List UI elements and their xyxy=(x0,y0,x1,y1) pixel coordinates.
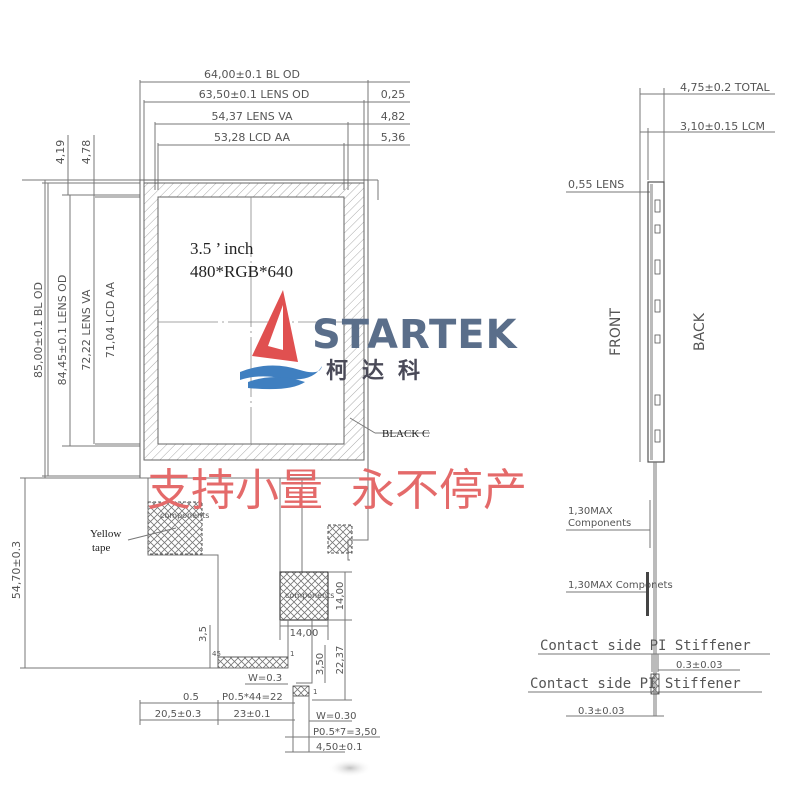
yellow-tape-label-line2: tape xyxy=(92,542,110,554)
lens-va-width-dim: 54,37 LENS VA xyxy=(211,110,293,123)
fpc-connector-pins xyxy=(217,656,289,669)
stiffener-2-label: Contact side PI Stiffener xyxy=(530,676,741,692)
w2-dim: W=0.30 xyxy=(316,711,357,722)
offset-0-25: 0,25 xyxy=(381,88,406,101)
brand-chinese: 柯达科 xyxy=(326,358,434,384)
lens-od-width-dim: 63,50±0.1 LENS OD xyxy=(199,88,310,101)
v2-dim: 22,37 xyxy=(335,646,346,675)
left-small-dim: 3,5 xyxy=(198,626,209,642)
components-small-label: components xyxy=(160,511,209,520)
offset-4-78: 4,78 xyxy=(80,140,93,165)
yellow-tape-label-line1: Yellow xyxy=(90,528,121,540)
components-1-line2: Components xyxy=(568,518,631,529)
v1-dim: 3,50 xyxy=(315,653,326,675)
lens-va-height-dim: 72,22 LENS VA xyxy=(80,289,93,371)
conn-width-dim: 4,50±0.1 xyxy=(316,742,363,753)
box-height-dim: 14,00 xyxy=(335,582,346,611)
lcm-thickness-dim: 3,10±0.15 LCM xyxy=(680,120,765,133)
tail-end-pins xyxy=(292,685,310,697)
lcd-aa-height-dim: 71,04 LCD AA xyxy=(104,281,117,358)
components-1-line1: 1,30MAX xyxy=(568,506,613,517)
fpc-tail: components components 14,00 14,00 45 1 1 xyxy=(147,478,369,752)
box-width-dim: 14,00 xyxy=(290,628,319,639)
component-box xyxy=(279,571,329,621)
stiffener-1-label: Contact side PI Stiffener xyxy=(540,638,751,654)
pin-45-label: 45 xyxy=(212,650,221,658)
resolution-label: 480*RGB*640 xyxy=(190,262,293,281)
stiff-dim-2: 0.3±0.03 xyxy=(578,706,625,717)
fpc-dimensions: 54,70±0.3 3,5 3,50 22,37 W=0.3 0.5 P0.5*… xyxy=(10,477,380,777)
mid-bottom-dim: 23±0.1 xyxy=(233,709,270,720)
shadow-blob xyxy=(328,759,372,777)
bl-od-width-dim: 64,00±0.1 BL OD xyxy=(204,68,300,81)
module-outline xyxy=(139,179,430,479)
size-label: 3.5 ’ inch xyxy=(190,239,254,258)
tail-length-dim: 54,70±0.3 xyxy=(10,541,23,599)
bl-od-height-dim: 85,00±0.1 BL OD xyxy=(32,282,45,378)
offset-4-82: 4,82 xyxy=(381,110,406,123)
startek-logo: STARTEK 柯达科 xyxy=(240,290,519,390)
pitch2-dim: P0.5*7=3,50 xyxy=(313,727,377,738)
left-bottom-dim: 20,5±0.3 xyxy=(155,709,202,720)
offset-4-19: 4,19 xyxy=(54,140,67,165)
pin-1-label: 1 xyxy=(290,650,294,658)
offset-5-36: 5,36 xyxy=(381,131,406,144)
brand-name: STARTEK xyxy=(312,312,519,358)
sail-icon xyxy=(240,290,322,390)
watermark-text: 支持小量 永不停产 xyxy=(147,465,527,516)
side-view: 4,75±0.2 TOTAL 3,10±0.15 LCM 0,55 LENS F… xyxy=(528,81,775,717)
component-area-small xyxy=(327,524,353,554)
black-c-label: BLACK C xyxy=(382,428,429,440)
components-2-label: 1,30MAX Componets xyxy=(568,580,673,591)
component-box-label: components xyxy=(285,591,334,600)
half-dim: 0.5 xyxy=(183,692,199,703)
lcd-aa-width-dim: 53,28 LCD AA xyxy=(214,131,291,144)
pin-one-label: 1 xyxy=(313,688,317,696)
stiff-dim-1: 0.3±0.03 xyxy=(676,660,723,671)
height-dimensions: 85,00±0.1 BL OD 84,45±0.1 LENS OD 72,22 … xyxy=(22,135,140,478)
total-thickness-dim: 4,75±0.2 TOTAL xyxy=(680,81,770,94)
back-label: BACK xyxy=(692,312,708,351)
front-label: FRONT xyxy=(608,308,624,356)
pitch1-dim: P0.5*44=22 xyxy=(222,692,283,703)
lens-od-height-dim: 84,45±0.1 LENS OD xyxy=(56,275,69,386)
w1-dim: W=0.3 xyxy=(248,673,282,684)
lens-thickness-dim: 0,55 LENS xyxy=(568,178,624,191)
width-dimensions: 64,00±0.1 BL OD 63,50±0.1 LENS OD 54,37 … xyxy=(139,68,410,190)
